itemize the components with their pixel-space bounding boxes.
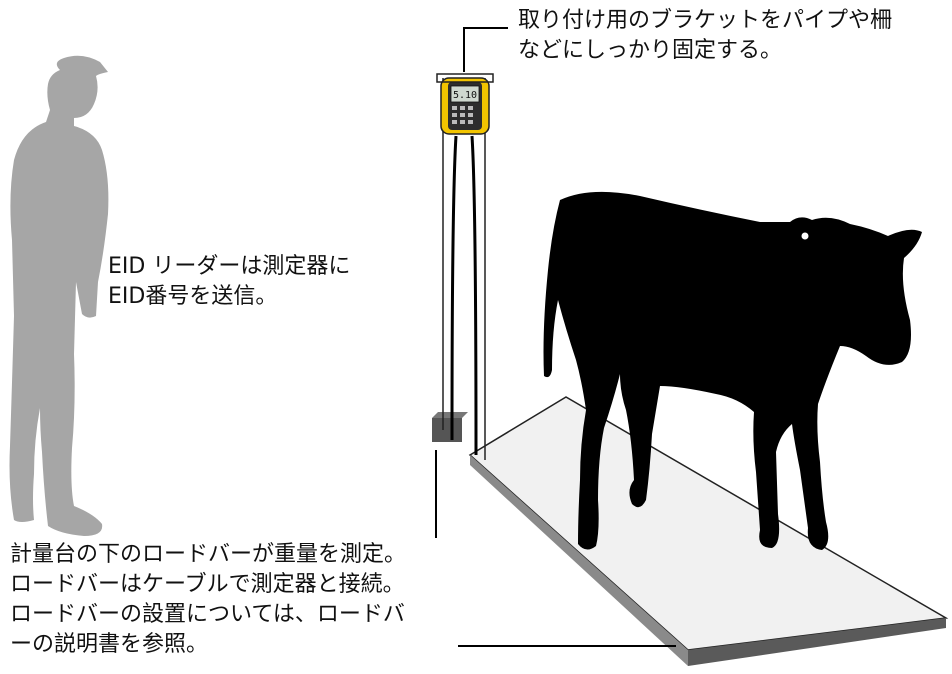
load-bar-foot [432,418,462,442]
eid-reader-label: EID リーダーは測定器に EID番号を送信。 [108,252,350,312]
bracket-instruction-label: 取り付け用のブラケットをパイプや柵 などにしっかり固定する。 [518,6,892,66]
calf-silhouette [543,191,922,551]
device-bracket [436,73,494,83]
device-display-reading: 5.10 [453,90,477,101]
load-bar-label-line-4: ーの説明書を参照。 [10,632,209,657]
weigh-platform [432,396,949,666]
eid-label-line-1: EID リーダーは測定器に [108,254,351,279]
load-bar-foot-top [432,412,468,418]
cable-left [450,135,458,441]
load-bar-label: 計量台の下のロードバーが重量を測定。 ロードバーはケーブルで測定器と接続。 ロー… [10,540,406,660]
cable-right [470,135,478,456]
bracket-label-line-1: 取り付け用のブラケットをパイプや柵 [518,8,893,33]
bracket-label-line-2: などにしっかり固定する。 [518,38,783,63]
mounting-poles [442,78,486,460]
leader-line-bracket [463,27,508,72]
person-silhouette [9,55,109,536]
weight-indicator-device: 5.10 [436,73,494,135]
platform-side-front [688,618,946,666]
eid-label-line-2: EID番号を送信。 [108,284,278,309]
platform-side-left [470,455,688,666]
load-bar-label-line-2: ロードバーはケーブルで測定器と接続。 [10,572,405,597]
load-bar-label-line-1: 計量台の下のロードバーが重量を測定。 [10,542,407,567]
device-display [450,85,480,103]
calf-ear-tag [800,231,810,241]
device-keypad [452,106,473,124]
load-bar-label-line-3: ロードバーの設置については、ロードバ [10,602,405,627]
